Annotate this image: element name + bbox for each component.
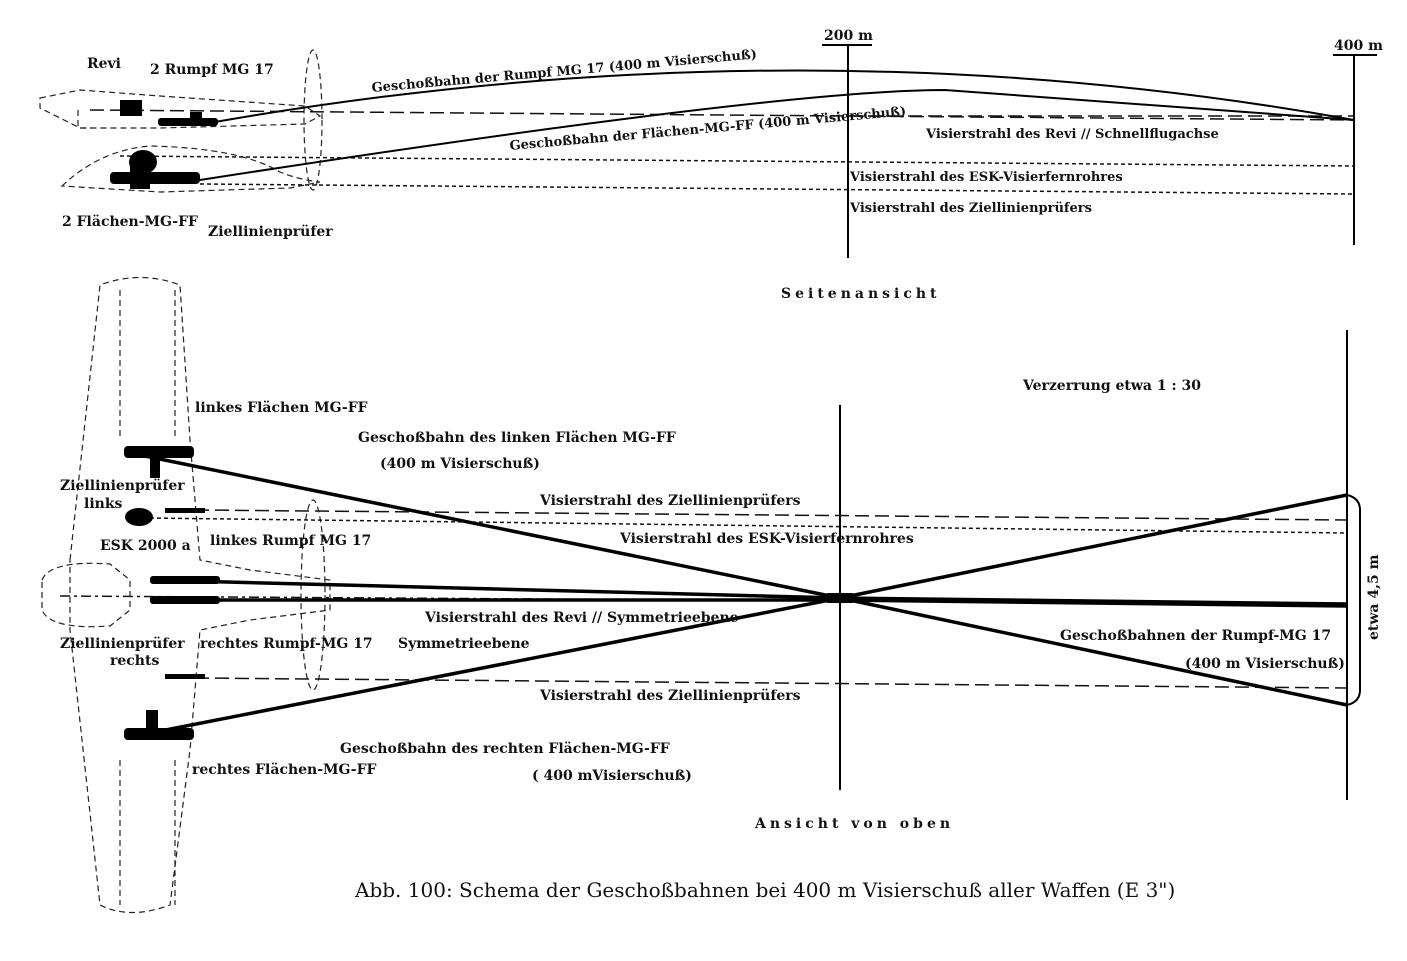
trajectory-right-wing-label: Geschoßbahn des rechten Flächen-MG-FF bbox=[340, 741, 670, 757]
top-view-title: Ansicht von oben bbox=[754, 816, 954, 832]
guns-top bbox=[124, 446, 855, 740]
revi-label: Revi bbox=[87, 56, 121, 72]
trajectory-right-wing-label-2: ( 400 mVisierschuß) bbox=[532, 768, 692, 784]
ray-zlp-upper bbox=[194, 509, 1348, 521]
ziellinienpruefer-label: Ziellinienprüfer bbox=[208, 224, 333, 240]
ray-zlp-upper-label: Visierstrahl des Ziellinienprüfers bbox=[539, 493, 801, 509]
linkes-flaechen-label: linkes Flächen MG-FF bbox=[195, 400, 368, 416]
top-view: Verzerrung etwa 1 : 30 linkes Flächen MG… bbox=[41, 276, 1382, 914]
trajectory-rumpf-top-label: Geschoßbahnen der Rumpf-MG 17 bbox=[1060, 628, 1331, 644]
linkes-rumpf-label: linkes Rumpf MG 17 bbox=[210, 533, 371, 549]
ray-esk-side bbox=[119, 155, 1355, 167]
zlp-links-label-2: links bbox=[84, 496, 123, 512]
flaechen-mg-label: 2 Flächen-MG-FF bbox=[62, 214, 198, 230]
guns-side bbox=[110, 100, 218, 189]
rechtes-rumpf-label: rechtes Rumpf-MG 17 bbox=[200, 636, 373, 652]
ray-zlp-lower bbox=[194, 677, 1348, 689]
range-200m-label: 200 m bbox=[824, 28, 873, 44]
zlp-links-label: Ziellinienprüfer bbox=[60, 478, 185, 494]
range-400m-label: 400 m bbox=[1334, 38, 1383, 54]
ray-revi-side bbox=[89, 109, 1355, 121]
trajectory-rumpf-side bbox=[214, 69, 1355, 123]
rechtes-flaechen-label: rechtes Flächen-MG-FF bbox=[192, 762, 377, 778]
ray-revi-top-label: Visierstrahl des Revi // Symmetrieebene bbox=[424, 610, 739, 626]
target-width-bracket bbox=[1346, 494, 1361, 706]
esk-label: ESK 2000 a bbox=[100, 538, 191, 554]
ray-esk-side-label: Visierstrahl des ESK-Visierfernrohres bbox=[849, 170, 1123, 185]
ray-esk-top bbox=[149, 517, 1348, 534]
zlp-rechts-label: Ziellinienprüfer bbox=[60, 636, 185, 652]
ray-zlp-side bbox=[199, 183, 1355, 195]
trajectory-left-wing-label-2: (400 m Visierschuß) bbox=[380, 456, 540, 472]
ray-revi-side-label: Visierstrahl des Revi // Schnellflugachs… bbox=[925, 127, 1219, 142]
figure-caption: Abb. 100: Schema der Geschoßbahnen bei 4… bbox=[354, 878, 1175, 902]
aircraft-top-silhouette bbox=[41, 276, 331, 914]
side-view-title: Seitenansicht bbox=[781, 286, 941, 302]
trajectory-flaechen-side bbox=[199, 88, 1355, 181]
aircraft-side-silhouette bbox=[39, 49, 323, 193]
ray-esk-top-label: Visierstrahl des ESK-Visierfernrohres bbox=[619, 531, 914, 547]
ray-zlp-lower-label: Visierstrahl des Ziellinienprüfers bbox=[539, 688, 801, 704]
verzerrung-label: Verzerrung etwa 1 : 30 bbox=[1022, 378, 1201, 394]
zlp-rechts-label-2: rechts bbox=[110, 653, 159, 669]
trajectory-rumpf-top-label-2: (400 m Visierschuß) bbox=[1185, 656, 1345, 672]
target-width-label: etwa 4,5 m bbox=[1366, 554, 1382, 640]
rumpf-mg-label: 2 Rumpf MG 17 bbox=[150, 62, 274, 78]
symmetrieebene-label: Symmetrieebene bbox=[398, 636, 530, 652]
ray-zlp-side-label: Visierstrahl des Ziellinienprüfers bbox=[849, 201, 1092, 216]
side-view: 200 m 400 m Revi 2 Rumpf MG 17 2 Flächen… bbox=[39, 28, 1383, 302]
trajectory-left-wing-label: Geschoßbahn des linken Flächen MG-FF bbox=[358, 430, 676, 446]
